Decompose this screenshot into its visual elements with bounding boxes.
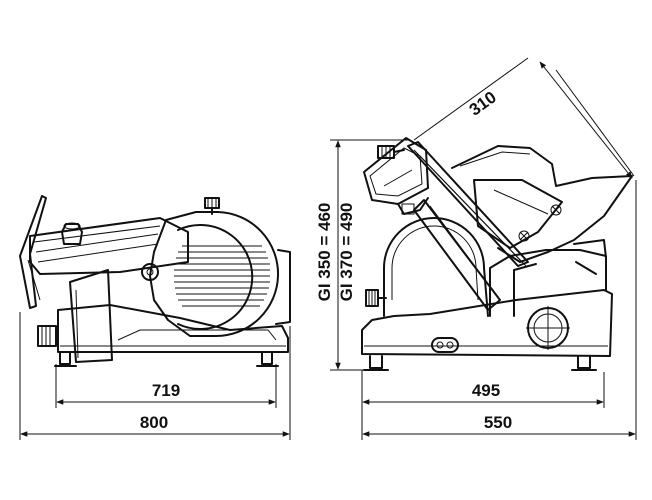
- front-center-knob: [141, 263, 159, 281]
- front-dimensions: 719 800: [19, 312, 291, 440]
- front-view: [19, 195, 291, 367]
- side-base: [361, 289, 613, 357]
- front-blade: [177, 224, 254, 330]
- side-foot-right: [577, 355, 591, 369]
- front-base: [57, 304, 289, 353]
- side-foot-left: [369, 355, 383, 369]
- dim-label-310: 310: [466, 88, 500, 120]
- front-foot-right: [261, 351, 273, 365]
- dim-label-550: 550: [484, 413, 512, 432]
- dim-label-gi370: GI 370 = 490: [337, 203, 356, 302]
- side-screw-upper: [550, 204, 562, 216]
- dim-label-719: 719: [152, 381, 180, 400]
- dim-label-495: 495: [472, 381, 500, 400]
- front-blade-ribs: [174, 245, 270, 307]
- front-end-plate: [19, 195, 47, 309]
- front-side-knob: [37, 325, 57, 347]
- side-view: [361, 137, 633, 371]
- side-screw-lower: [518, 230, 530, 242]
- side-dimensions: GI 350 = 460 GI 370 = 490 310 495 550: [315, 57, 637, 440]
- side-dome: [383, 217, 489, 317]
- side-inner-block: [473, 179, 563, 249]
- side-switch: [431, 337, 459, 353]
- side-pusher-head: [363, 137, 429, 205]
- front-blade-housing: [149, 211, 280, 337]
- front-pedestal: [69, 269, 113, 363]
- dim-label-800: 800: [140, 413, 168, 432]
- front-foot-left: [59, 351, 71, 365]
- dim-label-gi350: GI 350 = 460: [315, 203, 334, 302]
